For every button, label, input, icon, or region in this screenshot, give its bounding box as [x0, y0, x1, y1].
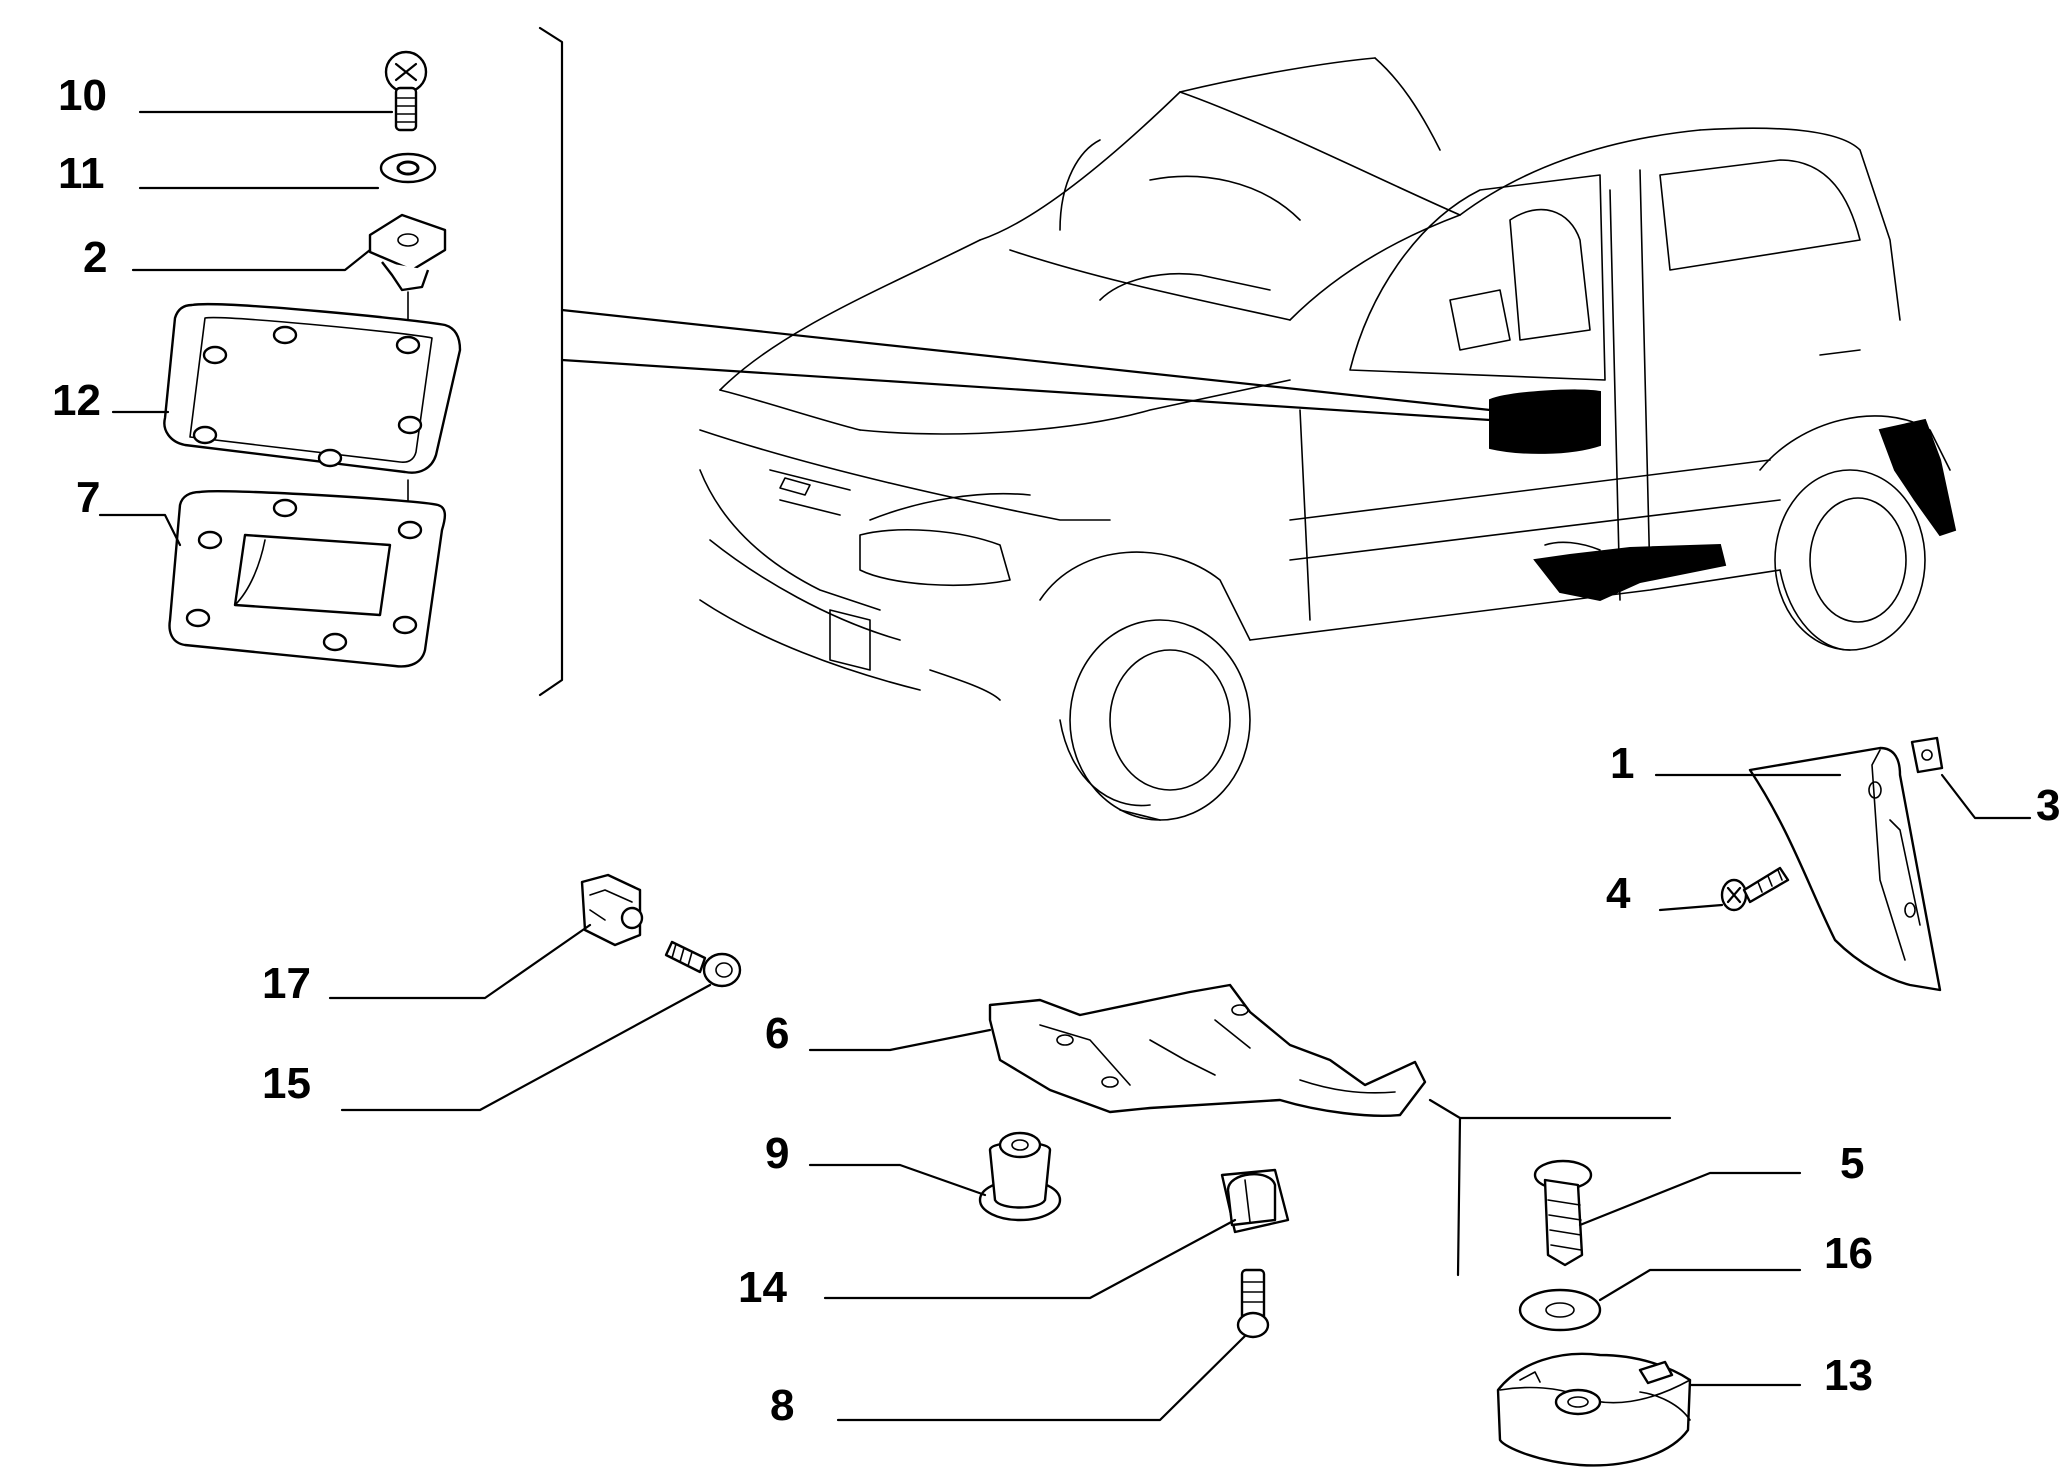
callout-9: 9 [765, 1129, 789, 1178]
gasket-part [163, 303, 462, 521]
callout-2: 2 [83, 233, 107, 282]
nut-part-9 [978, 1131, 1062, 1222]
mirror-leader-lines [538, 26, 1492, 697]
screw-part [384, 50, 428, 132]
trim-panel-part [1748, 746, 1942, 992]
callout-7: 7 [76, 473, 100, 522]
car-illustration [699, 57, 1957, 821]
bolt-part-8 [1236, 1268, 1270, 1339]
clip-nut-part [368, 213, 447, 346]
callout-1: 1 [1610, 739, 1634, 788]
clip-part-14 [1220, 1168, 1290, 1234]
callout-11: 11 [58, 149, 105, 198]
callout-14: 14 [738, 1263, 787, 1312]
washer-part-16 [1518, 1288, 1602, 1332]
callout-13: 13 [1824, 1351, 1873, 1400]
callout-10: 10 [58, 71, 107, 120]
clip-part-17 [580, 873, 644, 947]
fastener-part-5 [1533, 1159, 1593, 1267]
callout-8: 8 [770, 1381, 794, 1430]
washer-part [379, 152, 437, 184]
callout-12: 12 [52, 376, 101, 425]
cover-part-13 [1496, 1352, 1692, 1467]
callout-labels: 10 11 2 12 7 1 3 4 17 15 6 9 5 16 14 13 … [52, 71, 2060, 1430]
clip-part-3 [1910, 736, 1944, 774]
callout-3: 3 [2036, 781, 2060, 830]
callout-15: 15 [262, 1059, 311, 1108]
leader-lines [98, 110, 2032, 1422]
callout-4: 4 [1606, 869, 1631, 918]
bracket-line-right [1428, 1098, 1672, 1277]
bolt-part-15 [664, 940, 742, 988]
callout-5: 5 [1840, 1139, 1864, 1188]
callout-17: 17 [262, 959, 311, 1008]
callout-16: 16 [1824, 1229, 1873, 1278]
callout-6: 6 [765, 1009, 789, 1058]
underbody-shield-part [988, 983, 1427, 1117]
base-plate-part [168, 490, 447, 668]
screw-part-4 [1720, 866, 1790, 912]
